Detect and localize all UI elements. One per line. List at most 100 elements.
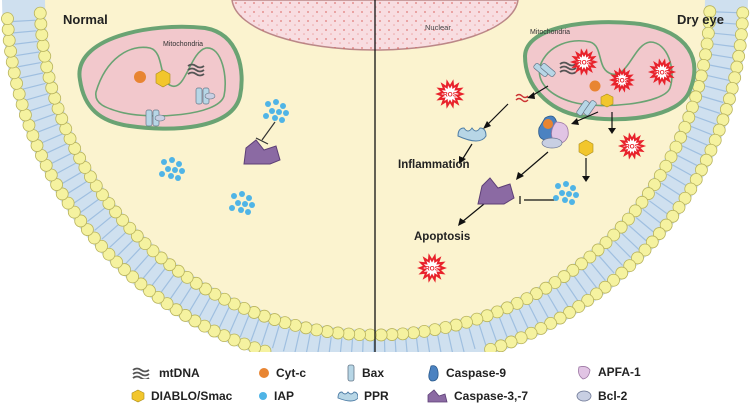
lipid-tail [546,292,560,314]
iap-dot [279,117,285,123]
phospholipid-head [678,191,692,205]
phospholipid-head [4,44,17,58]
bax-channel-icon [195,87,216,105]
phospholipid-head [320,325,334,338]
lipid-tail [488,320,498,343]
phospholipid-head [102,247,116,261]
phospholipid-head [628,204,642,218]
iap-dot [265,101,271,107]
phospholipid-head [631,251,644,265]
phospholipid-head [81,223,94,236]
arrowheads [458,92,616,226]
legend-label-casp37: Caspase-3,-7 [454,389,529,403]
phospholipid-head [607,228,621,242]
legend-label-casp9: Caspase-9 [446,366,507,380]
phospholipid-head [35,28,49,42]
iap-dot [553,195,559,201]
phospholipid-head [449,318,463,332]
lipid-tail [160,274,175,294]
diablo-icon [578,139,594,157]
lipid-tail [655,191,675,206]
legend-label-bcl2: Bcl-2 [598,389,628,403]
lipid-tail [642,208,662,224]
phospholipid-head [134,277,148,291]
mito-label-dry-eye: Mitochondria [530,29,570,36]
lipid-tail [351,339,354,352]
lipid-tail [317,335,322,352]
lipid-tail [436,334,442,352]
lipid-tail [305,333,311,352]
iap-dot [239,191,245,197]
phospholipid-head [385,328,399,341]
caspase-3-7-icon [427,389,448,403]
phospholipid-head [553,311,567,325]
lipid-tail [142,260,158,280]
ros-text: ROS [615,78,630,85]
phospholipid-head [10,77,23,90]
lipid-tail [282,328,290,352]
phospholipid-head [199,282,212,296]
arrow-cytc-release [574,111,599,123]
phospholipid-head [615,266,629,280]
iap-dot [161,159,167,165]
phospholipid-head [160,297,174,311]
phospholipid-head [557,270,571,283]
lipid-tail [261,322,270,346]
lipid-tail [714,11,738,14]
phospholipid-head [169,303,183,317]
ppr-channel-icon [533,63,556,77]
legend-label-iap: IAP [274,389,295,403]
legend-label-diablo: DIABLO/Smac [151,389,233,403]
arrow-to-apoptosis [461,203,485,223]
lipid-tail [573,275,588,295]
legend: mtDNA Cyt-c Bax Caspase-9 APFA-1 DIABLO/… [0,355,750,414]
iap-dot [176,161,182,167]
legend-label-ppr: PPR [364,389,389,403]
phospholipid-head [40,60,54,74]
phospholipid-head [583,250,597,264]
ros-icon: ROS [617,132,647,160]
legend-label-bax: Bax [362,366,385,380]
phospholipid-head [623,259,637,273]
phospholipid-head [659,218,673,232]
iap-dot [276,109,282,115]
lipid-tail [621,233,640,250]
lipid-tail [229,311,240,333]
phospholipid-head [2,33,16,47]
lipid-tail [16,51,40,57]
iap-dot [175,175,181,181]
phospholipid-head [374,328,388,342]
lipid-tail [468,326,476,350]
lipid-tail [25,93,49,101]
phospholipid-head [42,70,56,84]
iap-dot [570,185,576,191]
apoptosis-label: Apoptosis [414,231,470,243]
phospholipid-head [635,195,649,209]
legend-item-ppr: PPR [336,389,389,403]
phospholipid-head [732,49,746,63]
panel-title-normal: Normal [63,12,108,27]
phospholipid-head [342,327,356,341]
phospholipid-head [110,255,124,269]
phospholipid-head [299,321,313,335]
lipid-tail [178,286,193,307]
lipid-tail [61,171,83,185]
arrow-to-caspase37 [519,151,549,177]
lipid-tail [250,319,260,342]
lipid-tail [169,280,184,300]
phospholipid-head [407,326,420,340]
caspase-9-icon [428,365,439,382]
lipid-tail [73,189,94,204]
phospholipid-head [12,87,26,101]
phospholipid-head [566,263,580,277]
iap-dot [179,168,185,174]
bax-channel-icon [576,100,597,116]
phospholipid-head [180,271,194,284]
lipid-tail [508,312,519,334]
lipid-tail [198,297,211,318]
iap-dot [168,173,174,179]
iap-dot [229,205,235,211]
apfa-1-icon [578,366,591,380]
